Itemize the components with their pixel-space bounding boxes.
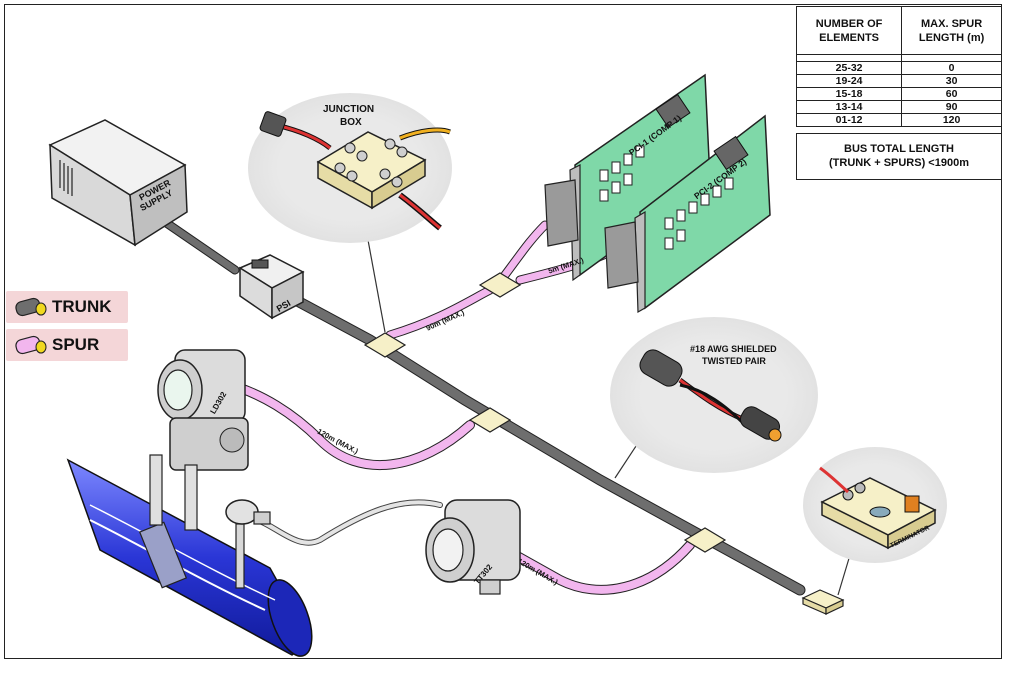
pci-connectors [544, 179, 639, 289]
legend-trunk: TRUNK [6, 291, 128, 323]
table-cell: 30 [901, 74, 1002, 88]
table-cell: 01-12 [795, 113, 903, 127]
legend-spur: SPUR [6, 329, 128, 361]
tt302-transmitter: TT302 [425, 499, 521, 595]
terminator-callout: TERMINATOR [803, 447, 947, 596]
junction-box-label-2: BOX [340, 117, 362, 128]
table-cell: 90 [901, 100, 1002, 114]
table-cell: 120 [901, 113, 1002, 127]
pci-board-2: PCI-2 (COMP 2) [634, 114, 771, 314]
cable-label-1: #18 AWG SHIELDED [690, 344, 777, 354]
table-cell: 13-14 [795, 100, 903, 114]
psi-module: PSI [238, 254, 305, 320]
power-supply: POWER SUPPLY [48, 119, 188, 247]
terminator-plug [801, 589, 845, 615]
ld302-transmitter: LD302 [149, 349, 249, 531]
bus-total-line-2: (TRUNK + SPURS) <1900m [829, 157, 969, 169]
temperature-probe [225, 499, 271, 589]
table-cell: 19-24 [795, 74, 903, 88]
bus-total-line-1: BUS TOTAL LENGTH [844, 143, 954, 155]
junction-box-label-1: JUNCTION [323, 104, 374, 115]
spur-plug-icon [15, 335, 47, 355]
spur-length-table: NUMBER OF ELEMENTS MAX. SPUR LENGTH (m) … [795, 6, 1002, 127]
table-header-spur: MAX. SPUR LENGTH (m) [901, 6, 1002, 55]
table-cell: 25-32 [795, 61, 903, 75]
table-header-elements: NUMBER OF ELEMENTS [795, 6, 903, 55]
cable-label-2: TWISTED PAIR [702, 356, 766, 366]
bus-total-length-box: BUS TOTAL LENGTH (TRUNK + SPURS) <1900m [796, 133, 1002, 180]
legend-spur-label: SPUR [52, 335, 100, 354]
table-cell: 0 [901, 61, 1002, 75]
cable-callout: #18 AWG SHIELDED TWISTED PAIR [610, 317, 818, 479]
legend-trunk-label: TRUNK [52, 297, 112, 316]
table-cell: 60 [901, 87, 1002, 101]
table-cell: 15-18 [795, 87, 903, 101]
trunk-tees [363, 272, 727, 553]
trunk-plug-icon [15, 297, 47, 317]
junction-box-callout: JUNCTION BOX [248, 93, 452, 333]
